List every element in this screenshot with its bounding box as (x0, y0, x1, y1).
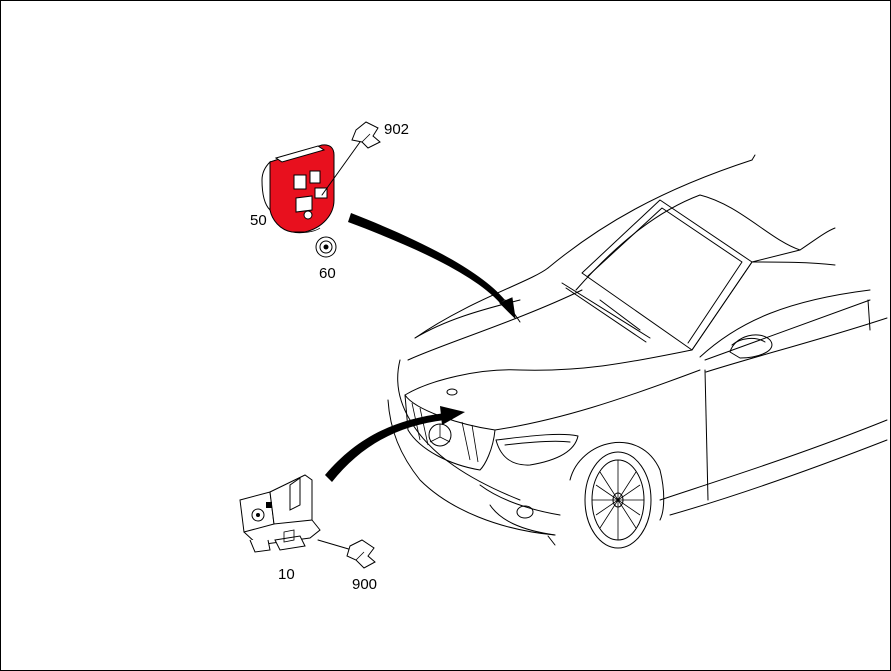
callout-50: 50 (250, 212, 267, 229)
callout-60: 60 (319, 265, 336, 282)
part-50-module (261, 144, 335, 234)
leader-902 (321, 141, 361, 196)
callout-902: 902 (384, 121, 410, 138)
arrow-upper (348, 213, 521, 323)
arrow-lower (325, 406, 465, 482)
callout-900: 900 (352, 576, 378, 593)
part-902-connector (351, 121, 381, 149)
car-illustration (387, 154, 888, 549)
callout-10: 10 (278, 566, 295, 583)
part-10-lock (239, 474, 321, 553)
part-900-connector (346, 539, 376, 569)
part-60-nut (315, 236, 337, 258)
leader-900 (317, 539, 353, 551)
